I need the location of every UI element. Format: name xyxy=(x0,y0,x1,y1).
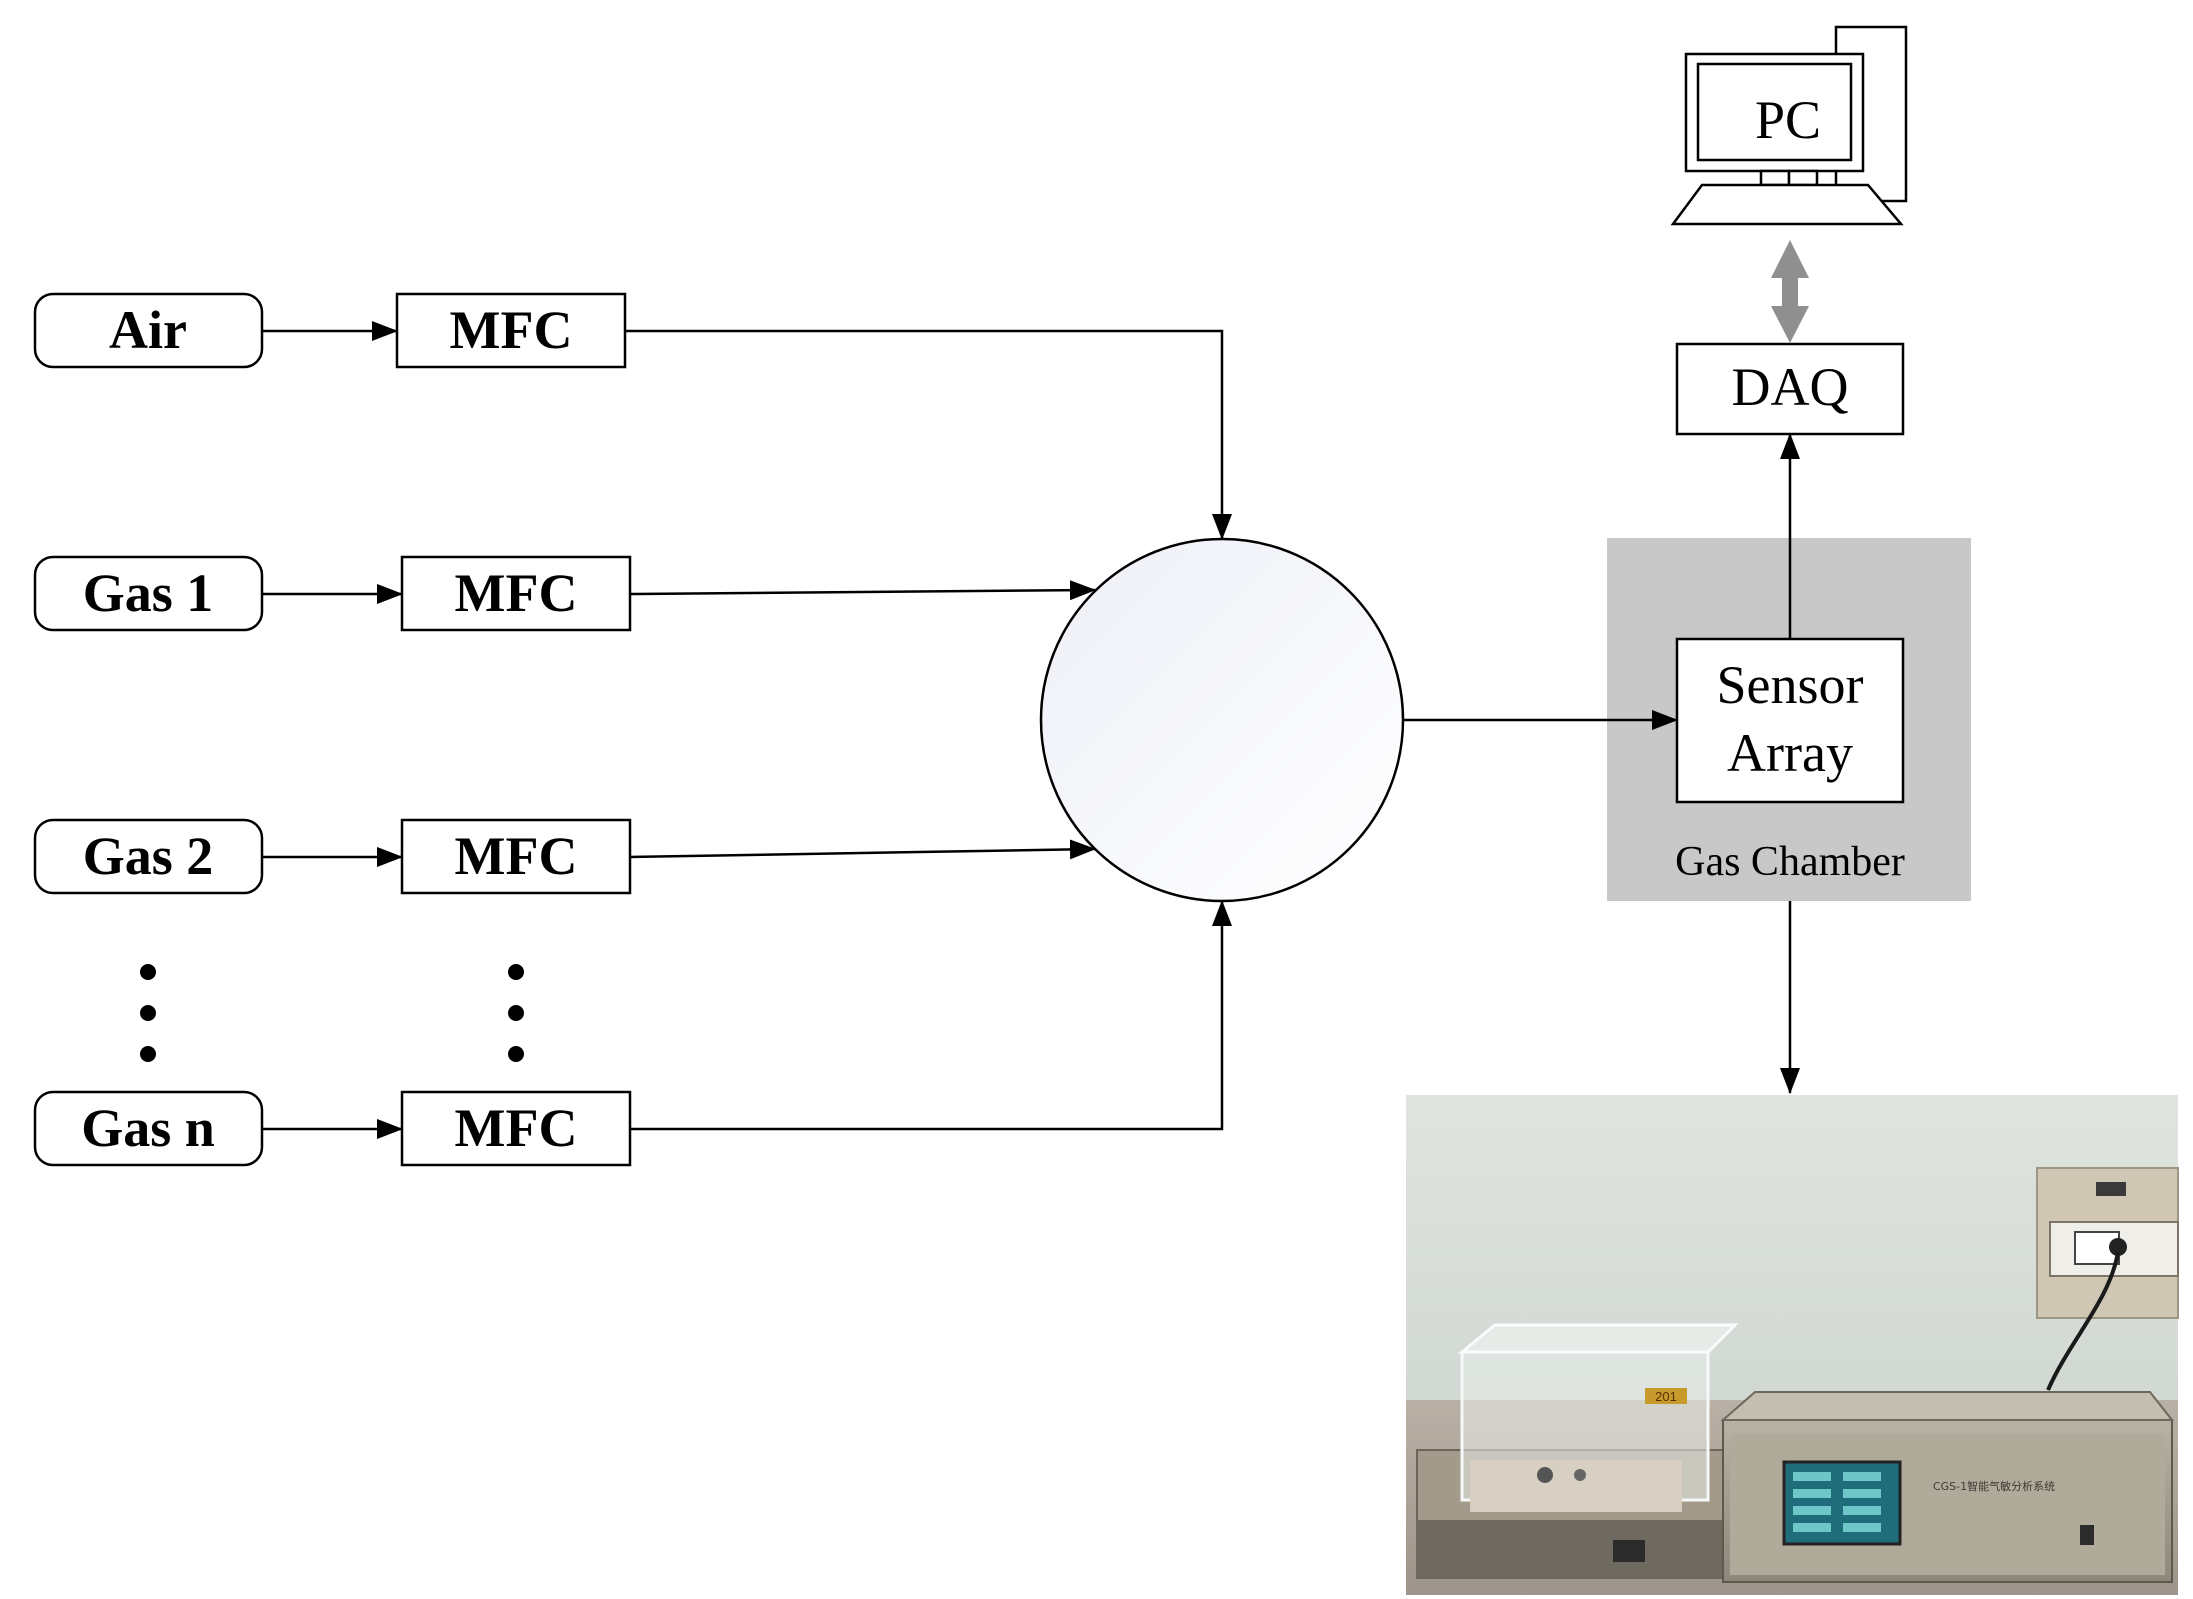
source-ellipsis-dots xyxy=(140,964,156,1062)
screen-button xyxy=(1793,1472,1831,1481)
screen-button xyxy=(1843,1489,1881,1498)
pc-monitor-stand-right xyxy=(1787,169,1819,187)
source-gas-2: Gas 2 xyxy=(33,818,264,895)
analyzer-power-switch xyxy=(2080,1525,2094,1545)
screen-button xyxy=(1843,1472,1881,1481)
mfc-gas-1: MFC xyxy=(400,555,632,632)
gas-chamber-label: Gas Chamber xyxy=(1675,839,1905,885)
daq: DAQ xyxy=(1675,342,1905,436)
mfc-gas-n-label: MFC xyxy=(455,1098,578,1158)
mfc-gas-2-box xyxy=(400,818,632,895)
mfc-air-label: MFC xyxy=(450,300,573,360)
mfc-gas-2: MFC xyxy=(400,818,632,895)
apparatus-photo: 201 CGS-1智能气敏分析系统 xyxy=(1406,1095,2179,1595)
test-chamber-glass-top xyxy=(1457,1323,1739,1354)
source-gas-1: Gas 1 xyxy=(33,555,264,632)
test-chamber-tag xyxy=(1645,1388,1687,1404)
mfc-gas-2-label: MFC xyxy=(455,826,578,886)
daq-pc-double-arrow xyxy=(1771,240,1809,343)
double-arrow-shaft xyxy=(1782,270,1798,314)
power-cable xyxy=(2046,1251,2120,1391)
sensor-array-label-line2: Array xyxy=(1727,723,1853,783)
arrow-mfc-gas1-to-mixer xyxy=(629,580,1096,601)
wall-socket-plug xyxy=(2109,1238,2127,1256)
analyzer-title: CGS-1智能气敏分析系统 xyxy=(1933,1479,2055,1493)
mfc-air: MFC xyxy=(395,292,627,369)
test-chamber-base-front xyxy=(1417,1520,1736,1578)
sensor-array-label-line1: Sensor xyxy=(1717,655,1864,715)
ellipsis-dot xyxy=(140,1046,156,1062)
screen-button xyxy=(1793,1506,1831,1515)
daq-label: DAQ xyxy=(1732,357,1849,417)
source-gas-n-label: Gas n xyxy=(81,1098,215,1158)
ellipsis-dot xyxy=(140,964,156,980)
source-gas-1-label: Gas 1 xyxy=(83,563,214,623)
ellipsis-dot xyxy=(508,1005,524,1021)
pc-computer xyxy=(1670,25,1908,226)
arrow-mfc-air-to-mixer xyxy=(625,329,1232,540)
mfc-air-box xyxy=(395,292,627,369)
mfc-gas-1-box xyxy=(400,555,632,632)
test-chamber-tag-text: 201 xyxy=(1655,1389,1677,1404)
screen-button xyxy=(1843,1523,1881,1532)
ellipsis-dot xyxy=(508,964,524,980)
ellipsis-dot xyxy=(508,1046,524,1062)
source-air: Air xyxy=(33,292,264,369)
sensor-array-box xyxy=(1675,637,1905,804)
pc-monitor-screen xyxy=(1696,62,1853,162)
source-gas-n: Gas n xyxy=(33,1090,264,1167)
pc-monitor-stand xyxy=(1759,169,1791,187)
source-to-mfc-arrows xyxy=(262,321,403,1139)
mfc-to-mixer-arrows xyxy=(625,329,1232,1131)
test-chamber-sensor xyxy=(1537,1467,1553,1483)
test-chamber-sensor xyxy=(1574,1469,1586,1481)
mixing-chamber xyxy=(1039,537,1405,903)
screen-button xyxy=(1793,1523,1831,1532)
test-chamber-switch xyxy=(1613,1540,1645,1562)
arrow-mfc-gasn-to-mixer xyxy=(630,900,1232,1131)
mfc-gas-1-label: MFC xyxy=(455,563,578,623)
analyzer-top xyxy=(1720,1391,2175,1421)
screen-button xyxy=(1843,1506,1881,1515)
pc-keyboard xyxy=(1670,183,1904,226)
pc-label: PC xyxy=(1755,90,1821,150)
arrow-mfc-gas2-to-mixer xyxy=(629,839,1096,860)
daq-box xyxy=(1675,342,1905,436)
double-arrow-head-down xyxy=(1771,306,1809,343)
screen-button xyxy=(1793,1489,1831,1498)
wall-socket-label xyxy=(2096,1182,2126,1196)
test-chamber-plate xyxy=(1470,1460,1682,1512)
ellipsis-dot xyxy=(140,1005,156,1021)
mfc-ellipsis-dots xyxy=(508,964,524,1062)
double-arrow-head-up xyxy=(1771,240,1809,278)
analyzer-screen-buttons xyxy=(1793,1472,1881,1532)
mfc-gas-n: MFC xyxy=(400,1090,632,1167)
source-air-label: Air xyxy=(109,300,187,360)
mfc-gas-n-box xyxy=(400,1090,632,1167)
source-gas-2-label: Gas 2 xyxy=(83,826,214,886)
